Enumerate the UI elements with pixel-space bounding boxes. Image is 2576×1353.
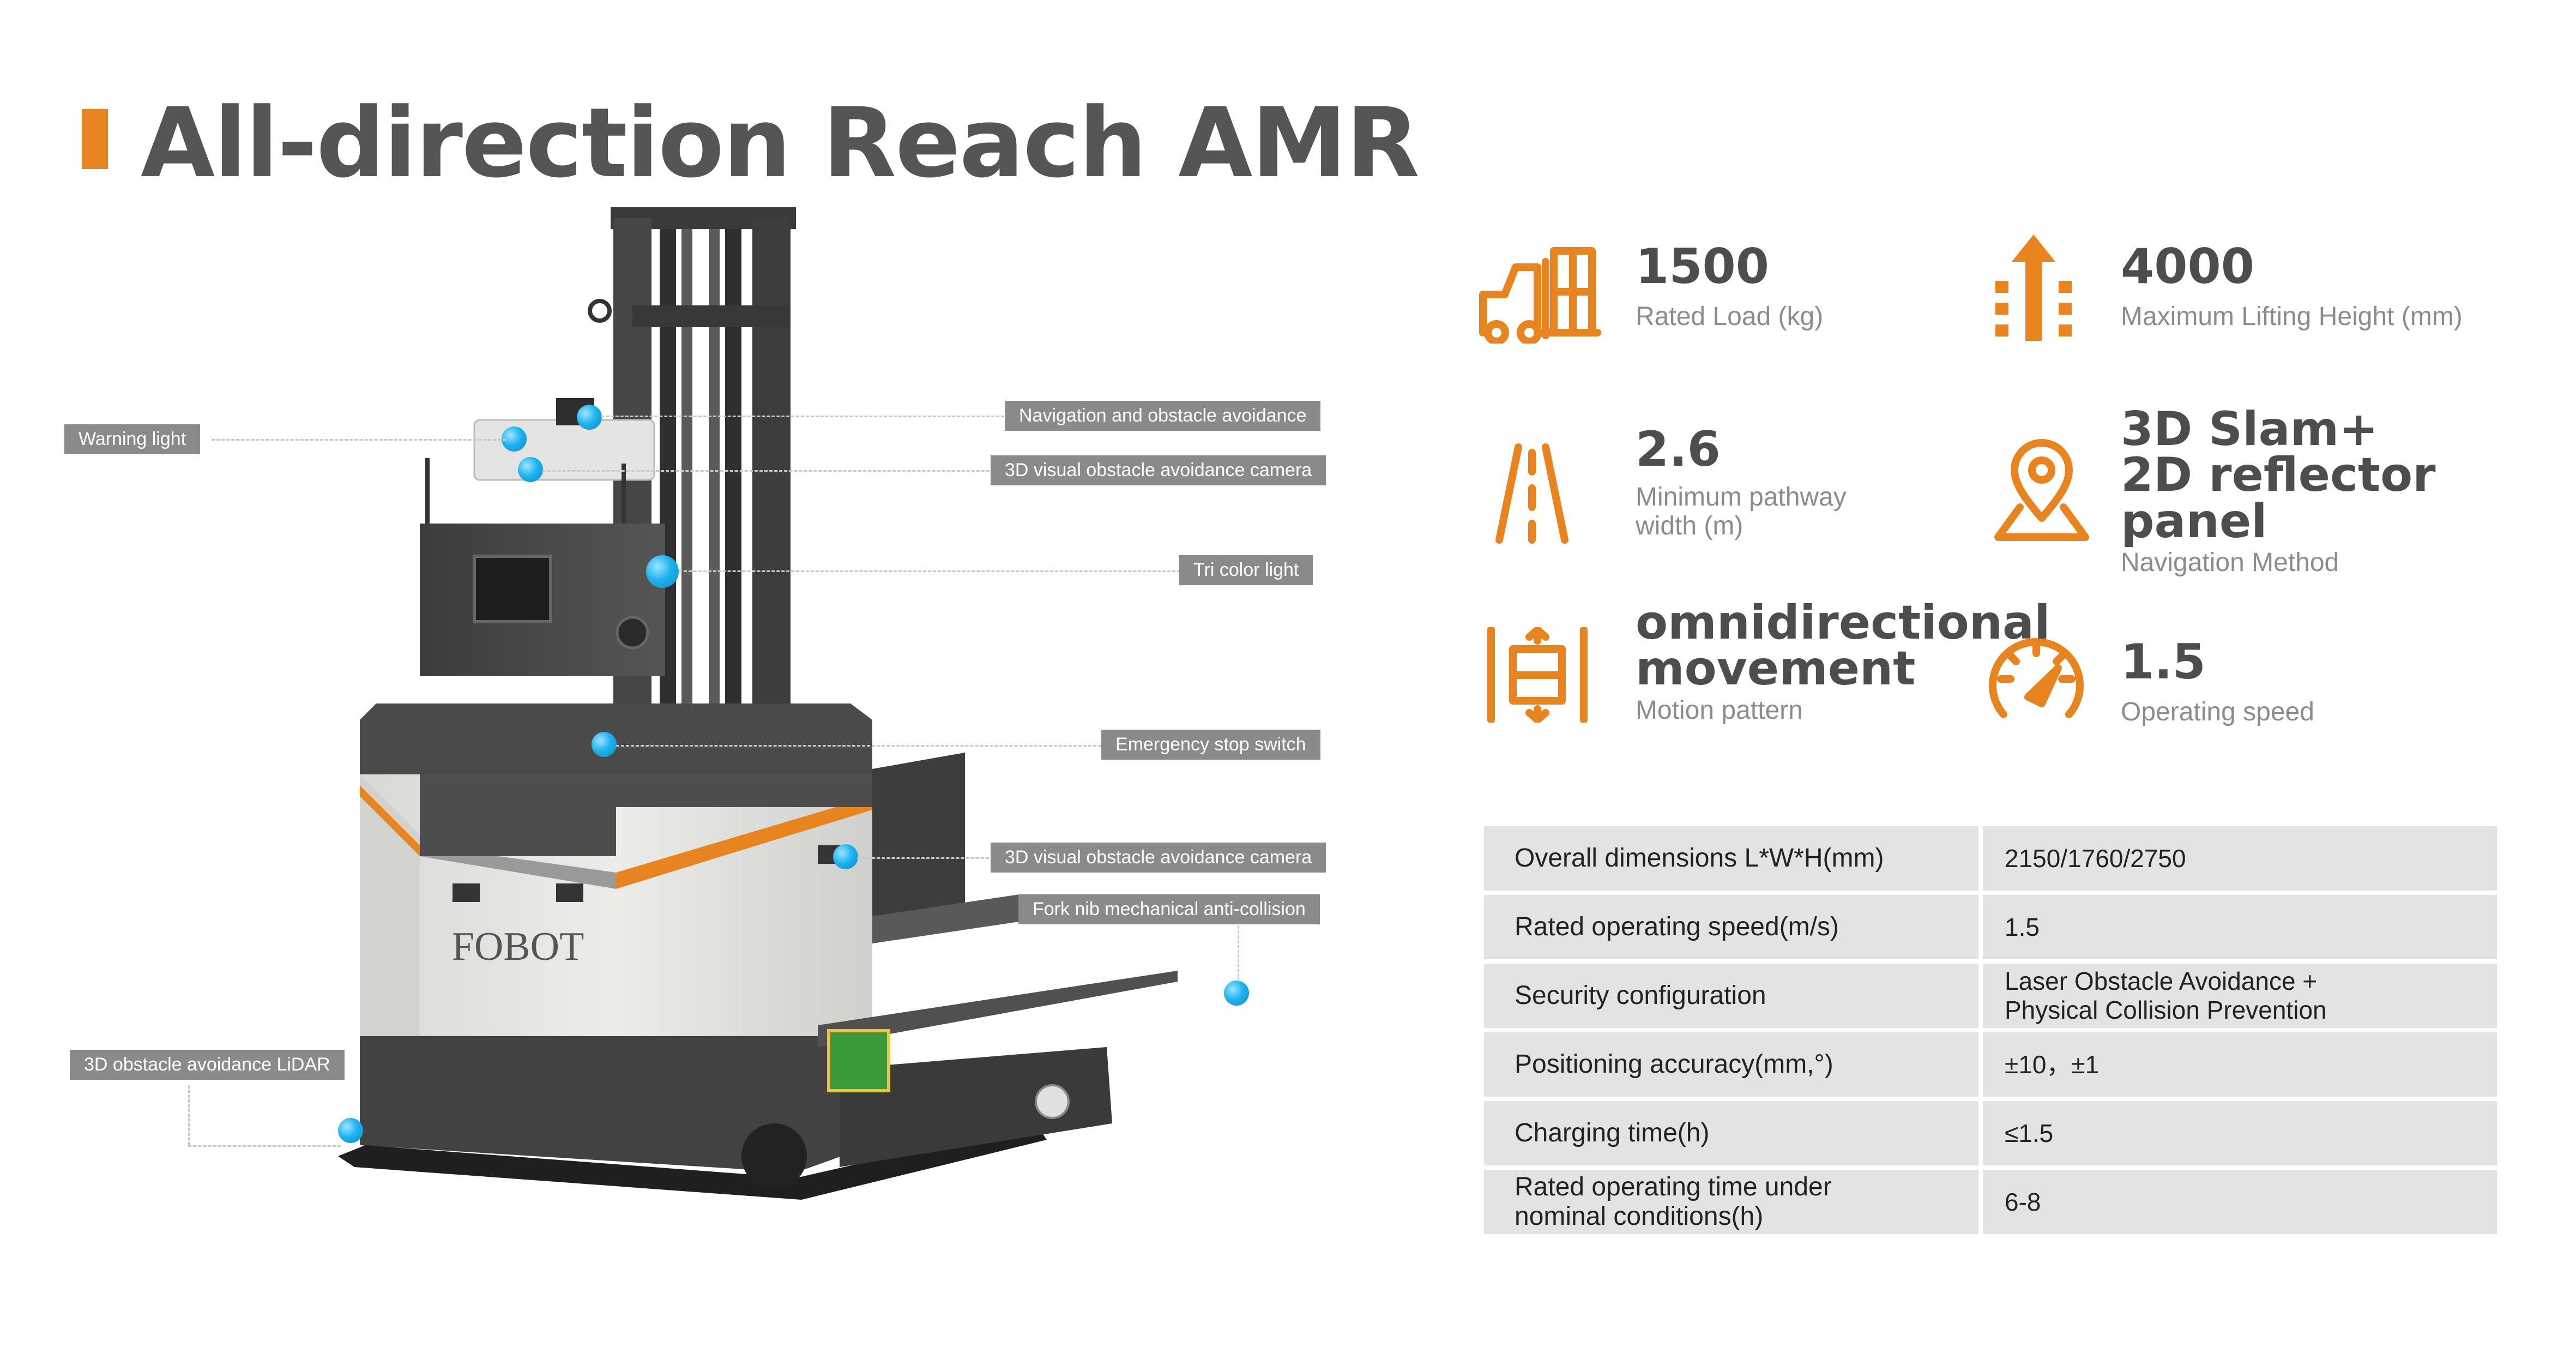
leader-line-warning-light: [212, 439, 506, 441]
spec-label: Minimum pathway width (m): [1636, 483, 1847, 540]
table-row: Charging time(h) ≤1.5: [1484, 1101, 2497, 1165]
callout-emergency-stop: Emergency stop switch: [1101, 730, 1320, 760]
brand-logo: FOBOT: [452, 924, 584, 969]
param-text: Charging time(h): [1515, 1119, 1710, 1148]
callout-camera-top: 3D visual obstacle avoidance camera: [991, 455, 1326, 485]
param-text: Rated operating speed(m/s): [1515, 912, 1839, 942]
spec-rated-load: 1500 Rated Load (kg): [1636, 243, 1823, 332]
camera-mid-sensor-dot: [833, 844, 858, 869]
leader-line-lidar-vertical: [188, 1085, 190, 1145]
table-param-cell: Positioning accuracy(mm,°): [1484, 1032, 1983, 1097]
omni-move-icon: [1487, 627, 1588, 723]
leader-line-fork-nib-vertical: [1238, 916, 1239, 982]
table-row: Security configuration Laser Obstacle Av…: [1484, 964, 2497, 1028]
value-text: 6-8: [2005, 1187, 2041, 1216]
table-row: Rated operating speed(m/s) 1.5: [1484, 895, 2497, 959]
table-value-cell: ≤1.5: [1983, 1101, 2497, 1165]
table-param-cell: Charging time(h): [1484, 1101, 1983, 1165]
lift-arrow-icon: [1995, 234, 2072, 341]
forklift-icon: [1479, 247, 1601, 344]
callout-lidar: 3D obstacle avoidance LiDAR: [70, 1050, 345, 1080]
spec-operating-speed: 1.5 Operating speed: [2121, 638, 2314, 727]
callout-fork-nib: Fork nib mechanical anti-collision: [1018, 894, 1320, 924]
value-text: ±10，±1: [2005, 1050, 2100, 1079]
spec-label: Maximum Lifting Height (mm): [2121, 302, 2463, 331]
spec-label: Rated Load (kg): [1636, 302, 1824, 331]
callout-warning-light: Warning light: [64, 424, 201, 454]
road-icon: [1495, 443, 1568, 544]
param-text: Overall dimensions L*W*H(mm): [1515, 844, 1884, 873]
param-text: Rated operating time under nominal condi…: [1515, 1172, 1832, 1231]
specification-table: Overall dimensions L*W*H(mm) 2150/1760/2…: [1484, 826, 2497, 1238]
map-pin-icon: [1994, 439, 2089, 541]
spec-value: omnidirectional movement: [1636, 596, 2050, 696]
table-value-cell: Laser Obstacle Avoidance + Physical Coll…: [1983, 964, 2497, 1028]
table-value-cell: 6-8: [1983, 1170, 2497, 1234]
table-row: Rated operating time under nominal condi…: [1484, 1170, 2497, 1234]
fork-nib-sensor-dot: [1224, 981, 1249, 1006]
camera-top-sensor-dot: [518, 457, 543, 482]
table-param-cell: Rated operating time under nominal condi…: [1484, 1170, 1983, 1234]
spec-motion-pattern: omnidirectional movement Motion pattern: [1636, 596, 2050, 725]
param-text: Positioning accuracy(mm,°): [1515, 1050, 1833, 1079]
emergency-stop-dot: [592, 732, 617, 757]
table-param-cell: Overall dimensions L*W*H(mm): [1484, 826, 1983, 891]
tri-color-light-dot: [646, 555, 679, 588]
spec-value: 3D Slam+ 2D reflector panel: [2121, 402, 2436, 549]
table-param-cell: Rated operating speed(m/s): [1484, 895, 1983, 959]
reach-amr-illustration: FOBOT: [338, 207, 1178, 1200]
leader-line-navigation: [601, 416, 1004, 417]
value-text: Laser Obstacle Avoidance + Physical Coll…: [2005, 967, 2327, 1024]
lidar-sensor-dot: [338, 1118, 363, 1143]
value-text: ≤1.5: [2005, 1119, 2054, 1147]
table-param-cell: Security configuration: [1484, 964, 1983, 1028]
spec-label: Navigation Method: [2121, 548, 2339, 577]
spec-navigation-method: 3D Slam+ 2D reflector panel Navigation M…: [2121, 406, 2576, 578]
spec-lifting-height: 4000 Maximum Lifting Height (mm): [2121, 243, 2463, 332]
spec-pathway-width: 2.6 Minimum pathway width (m): [1636, 425, 1847, 541]
spec-value: 1.5: [2121, 634, 2206, 690]
title-accent-bar: [82, 109, 108, 169]
table-value-cell: 2150/1760/2750: [1983, 826, 2497, 891]
spec-label: Operating speed: [2121, 697, 2314, 726]
spec-value: 4000: [2121, 238, 2254, 294]
table-value-cell: 1.5: [1983, 895, 2497, 959]
callout-navigation: Navigation and obstacle avoidance: [1005, 401, 1321, 431]
leader-line-lidar-horizontal: [188, 1145, 341, 1147]
navigation-sensor-dot: [577, 405, 602, 430]
leader-line-tri-color: [679, 570, 1180, 572]
spec-value: 1500: [1636, 238, 1769, 294]
callout-tri-color: Tri color light: [1179, 555, 1313, 585]
spec-label: Motion pattern: [1636, 695, 1803, 725]
leader-line-camera-top: [542, 470, 990, 472]
callout-camera-mid: 3D visual obstacle avoidance camera: [991, 843, 1326, 873]
param-text: Security configuration: [1515, 981, 1766, 1011]
leader-line-emergency-stop: [616, 745, 1101, 747]
table-value-cell: ±10，±1: [1983, 1032, 2497, 1097]
value-text: 2150/1760/2750: [2005, 844, 2186, 873]
table-row: Overall dimensions L*W*H(mm) 2150/1760/2…: [1484, 826, 2497, 891]
leader-line-camera-mid: [857, 857, 999, 859]
value-text: 1.5: [2005, 912, 2040, 941]
page-title: All-direction Reach AMR: [141, 87, 1420, 199]
table-row: Positioning accuracy(mm,°) ±10，±1: [1484, 1032, 2497, 1097]
speedometer-icon: [1989, 638, 2084, 718]
spec-value: 2.6: [1636, 421, 1721, 477]
